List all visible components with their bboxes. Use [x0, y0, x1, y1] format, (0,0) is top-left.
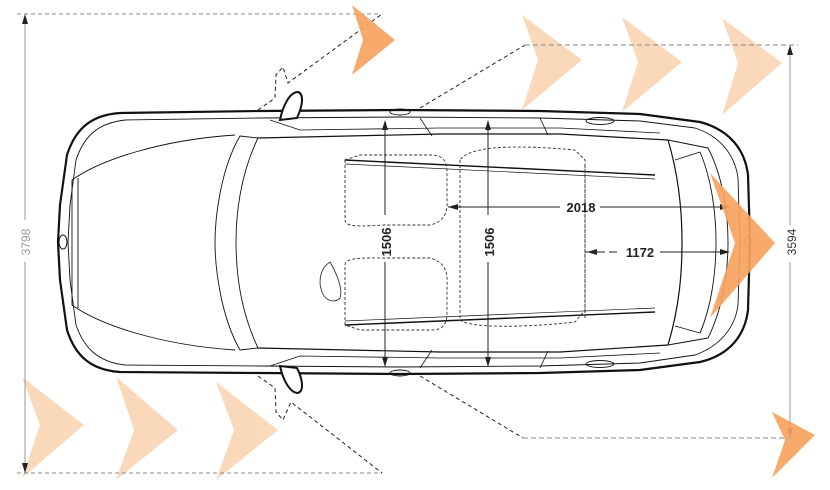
chevron-icon-row-top: [522, 15, 782, 115]
car-body-outline: [56, 108, 752, 377]
dimension-1506-front: 1506: [379, 120, 394, 367]
dimension-2018: 2018: [448, 200, 730, 215]
label-3594: 3594: [785, 228, 799, 255]
dimension-1506-rear: 1506: [482, 120, 497, 367]
label-1506-rear: 1506: [482, 228, 497, 257]
label-2018: 2018: [567, 200, 596, 215]
chevron-icon-row-bottom: [22, 377, 278, 480]
label-1506-front: 1506: [379, 228, 394, 257]
chevron-icon-accent: [352, 5, 815, 478]
seat-outlines: [344, 146, 586, 331]
label-1172: 1172: [626, 245, 654, 260]
steering-wheel-icon: [319, 261, 342, 302]
label-3798: 3798: [19, 228, 33, 255]
side-mirror-icon: [278, 90, 303, 395]
dimension-3798: 3798: [17, 13, 382, 474]
dimension-1172: 1172: [585, 245, 730, 260]
mirror-sweep-lines: [257, 13, 383, 474]
